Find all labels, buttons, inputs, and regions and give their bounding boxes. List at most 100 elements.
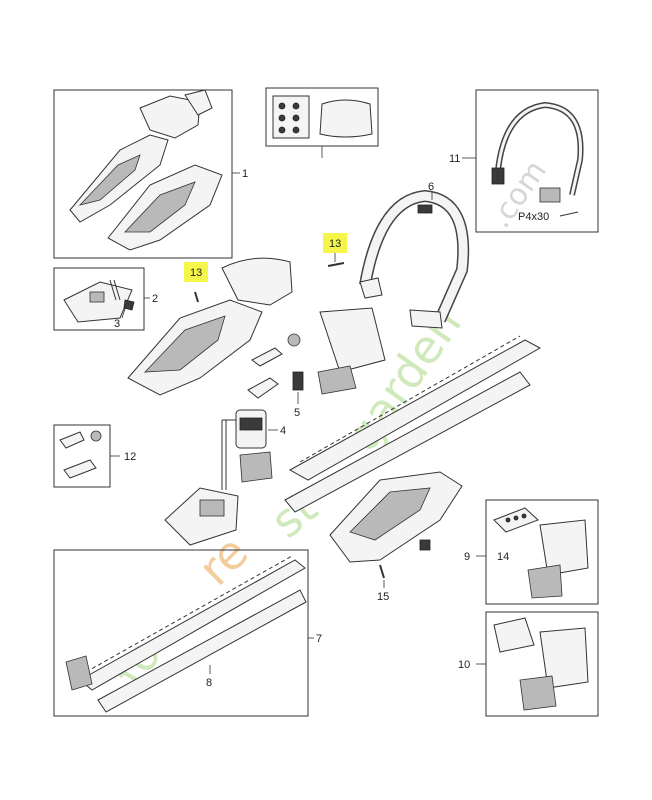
blade-assembly-teeth	[85, 555, 293, 673]
highlight-13-left	[184, 262, 208, 282]
group-main-blade	[284, 307, 542, 513]
housing-middle-inner	[144, 315, 226, 373]
housing-inner-right	[124, 181, 196, 233]
callout-15: 15	[377, 591, 389, 603]
group-protector-10: 10	[458, 611, 599, 717]
group-handle-11: 11 P4x30	[449, 89, 599, 233]
group-13-upper: 13	[323, 233, 347, 267]
label-symbol	[292, 114, 300, 122]
group-battery-housing	[164, 487, 239, 546]
cover-flap	[184, 89, 213, 116]
group-housing-1: 1	[53, 89, 248, 259]
group-motor-4: 4	[221, 409, 286, 490]
box-12	[53, 424, 111, 488]
housing-inner-left	[78, 154, 141, 206]
group-bow-handle-6: 6	[359, 181, 470, 329]
group-labels	[265, 87, 379, 158]
box-2	[53, 267, 145, 331]
guard-foot	[317, 365, 357, 395]
screw	[559, 211, 579, 217]
label-symbol	[292, 126, 300, 134]
protector-10	[539, 627, 589, 689]
callout-8: 8	[206, 677, 212, 689]
highlight-13-upper	[323, 233, 347, 253]
group-blade-7: 7 8	[53, 549, 322, 717]
label-symbol	[278, 126, 286, 134]
switch-5	[292, 371, 304, 391]
cover-top	[139, 95, 201, 139]
blade-assembly	[79, 559, 306, 691]
lever-1	[247, 377, 279, 399]
protector-cap	[319, 99, 373, 138]
handle-switch	[417, 204, 433, 214]
contact-terminal	[89, 291, 105, 303]
callout-5: 5	[294, 407, 300, 419]
motor-band	[239, 417, 263, 431]
knob	[287, 333, 301, 347]
callout-7: 7	[316, 633, 322, 645]
box-1	[53, 89, 233, 259]
callout-1: 1	[242, 168, 248, 180]
group-protector-9: 9 14	[464, 499, 599, 605]
group-13-left: 13	[184, 262, 208, 303]
protector-9	[539, 519, 589, 576]
label-dot	[521, 513, 527, 519]
group-switch-12: 12	[53, 424, 136, 488]
callout-3: 3	[114, 318, 120, 330]
box-9	[485, 499, 599, 605]
handle-clamp-left	[491, 167, 505, 185]
kit-knob	[90, 430, 102, 442]
label-symbol	[278, 102, 286, 110]
label-dot	[505, 517, 511, 523]
group-switch-parts: 5	[247, 333, 304, 419]
gearbox	[239, 451, 273, 483]
blade-assembly-guard	[97, 589, 307, 713]
handle-clamp-right	[539, 187, 561, 203]
bow-foot-right	[409, 309, 443, 329]
screw-15	[379, 564, 385, 579]
label-symbol	[292, 102, 300, 110]
warning-label	[272, 95, 310, 139]
callout-10: 10	[458, 659, 470, 671]
lower-housing-inner	[349, 487, 431, 541]
callout-6: 6	[428, 181, 434, 193]
callout-13-left: 13	[190, 267, 202, 279]
label-dot	[513, 515, 519, 521]
small-clip-3	[123, 299, 135, 311]
kit-lever	[59, 431, 85, 449]
group-contacts-2: 2 3	[53, 267, 158, 331]
protector-9-foot	[527, 564, 563, 599]
kit-trigger	[63, 459, 97, 479]
protector-10-foot	[519, 675, 557, 711]
callout-9: 9	[464, 551, 470, 563]
callout-12: 12	[124, 451, 136, 463]
blade-guard	[284, 371, 531, 513]
wire	[113, 279, 121, 301]
callout-2: 2	[152, 293, 158, 305]
blade-gear	[65, 655, 93, 691]
group-lower-housing: 15	[329, 471, 463, 603]
lower-clip	[419, 539, 431, 551]
callout-14: 14	[497, 551, 509, 563]
wire	[109, 279, 117, 301]
blade-main	[288, 339, 542, 481]
protector-10-pad	[493, 617, 535, 653]
blade-teeth	[299, 335, 521, 463]
screw-13-left	[194, 291, 199, 303]
callout-4: 4	[280, 425, 286, 437]
label-symbol	[278, 114, 286, 122]
callout-13-upper: 13	[329, 238, 341, 250]
housing-cover	[221, 257, 293, 306]
callout-11: 11	[449, 153, 460, 165]
bow-foot-left	[359, 277, 383, 299]
screw-13-upper	[327, 262, 345, 267]
leader-3	[121, 305, 127, 319]
box-11	[475, 89, 599, 233]
box-7	[53, 549, 309, 717]
hand-guard	[319, 307, 386, 373]
screw-spec-label: P4x30	[518, 211, 549, 223]
lever-2	[251, 347, 283, 367]
group-housing-middle	[127, 257, 293, 396]
battery-terminal	[199, 499, 225, 517]
